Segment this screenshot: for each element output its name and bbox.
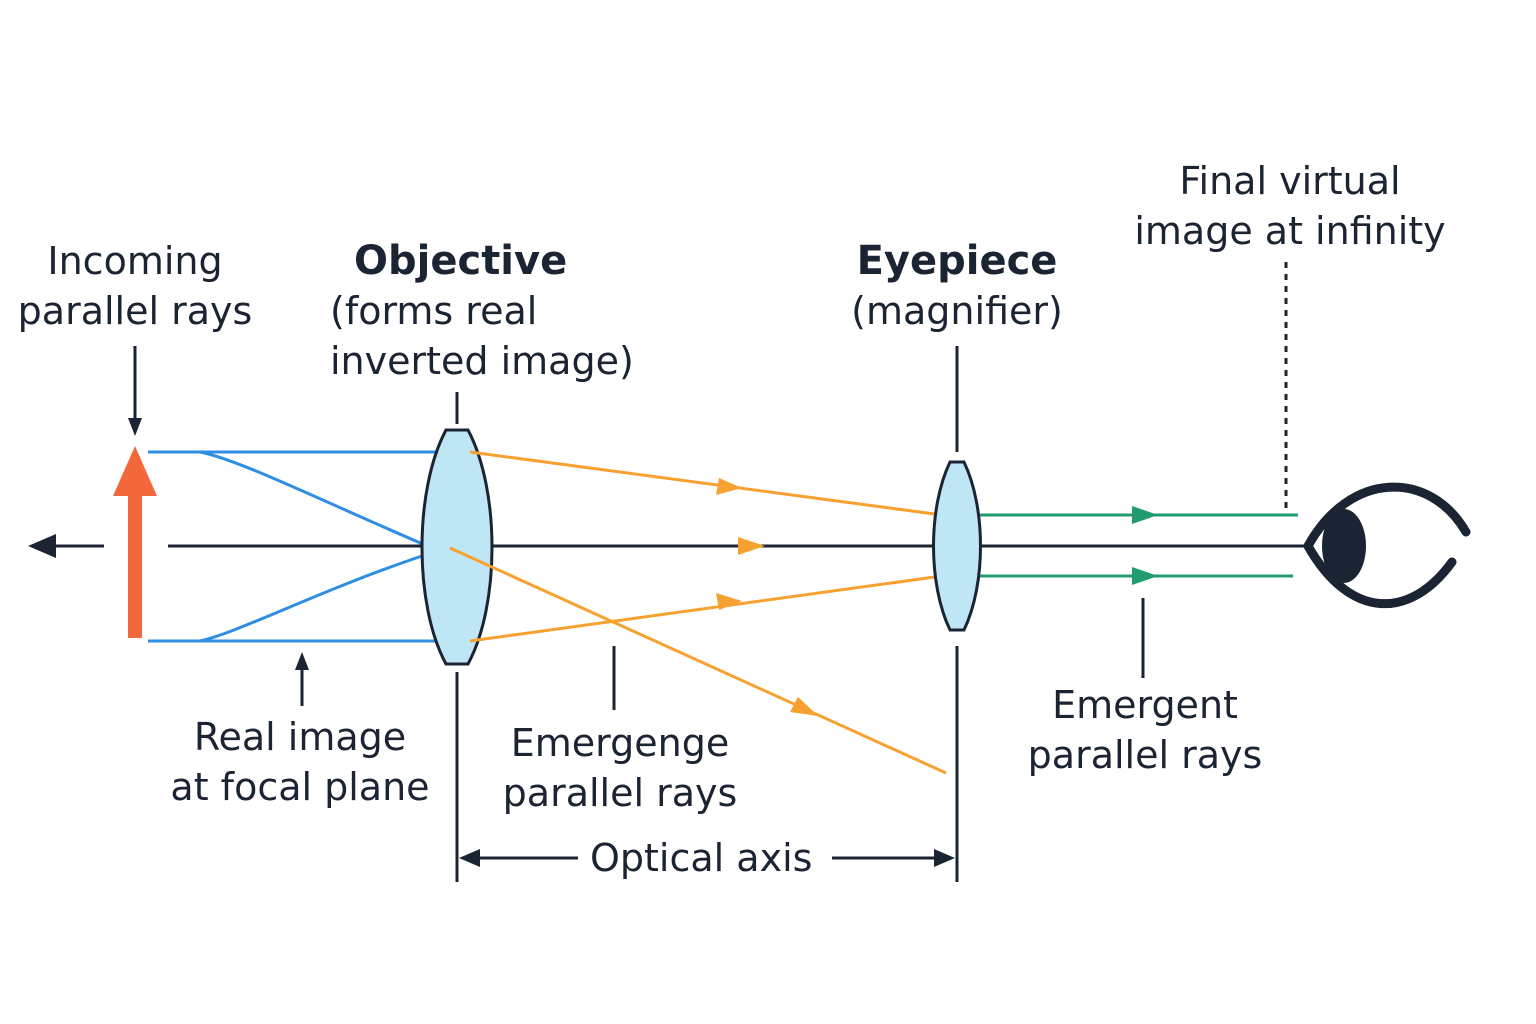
intermediate-ray-arrowheads: [716, 478, 818, 716]
real-image-pointer-head: [295, 652, 309, 670]
incoming-label-line1: Incoming: [47, 239, 223, 283]
emergence-mid-line2: parallel rays: [502, 771, 738, 815]
final-image-line2: image at infinity: [1134, 209, 1446, 253]
emergence-mid-label: Emergenge parallel rays: [490, 718, 750, 818]
objective-note-line1: (forms real: [330, 289, 538, 333]
emergent-right-line1: Emergent: [1052, 683, 1238, 727]
final-image-line1: Final virtual: [1179, 159, 1401, 203]
eyepiece-title: Eyepiece: [856, 238, 1058, 284]
objective-title: Objective: [354, 238, 568, 284]
objective-label: Objective (forms real inverted image): [320, 236, 634, 386]
intermediate-rays: [449, 450, 947, 775]
eyepiece-lens: [932, 346, 982, 882]
real-image-line2: at focal plane: [170, 765, 430, 809]
optical-axis-label: Optical axis: [590, 836, 813, 880]
emergent-right-label: Emergent parallel rays: [1010, 680, 1280, 780]
objective-note-line2: inverted image): [330, 339, 634, 383]
left-axis-arrowhead: [28, 534, 56, 558]
eye-icon: [1303, 482, 1471, 609]
eyepiece-note: (magnifier): [851, 289, 1063, 333]
emergent-right-line2: parallel rays: [1027, 733, 1263, 777]
emergence-mid-line1: Emergenge: [510, 721, 730, 765]
objective-lens: [420, 392, 494, 882]
incoming-label-line2: parallel rays: [17, 289, 253, 333]
incoming-rays-label: Incoming parallel rays: [10, 236, 260, 336]
emergent-ray-arrowheads: [1132, 506, 1158, 585]
object-arrow-icon: [113, 446, 157, 638]
incoming-pointer-head: [128, 418, 142, 436]
real-image-line1: Real image: [193, 715, 407, 759]
final-image-label: Final virtual image at infinity: [1120, 156, 1460, 256]
optical-axis-dimension: [459, 849, 955, 867]
eyepiece-label: Eyepiece (magnifier): [836, 236, 1078, 336]
real-image-label: Real image at focal plane: [150, 712, 450, 812]
